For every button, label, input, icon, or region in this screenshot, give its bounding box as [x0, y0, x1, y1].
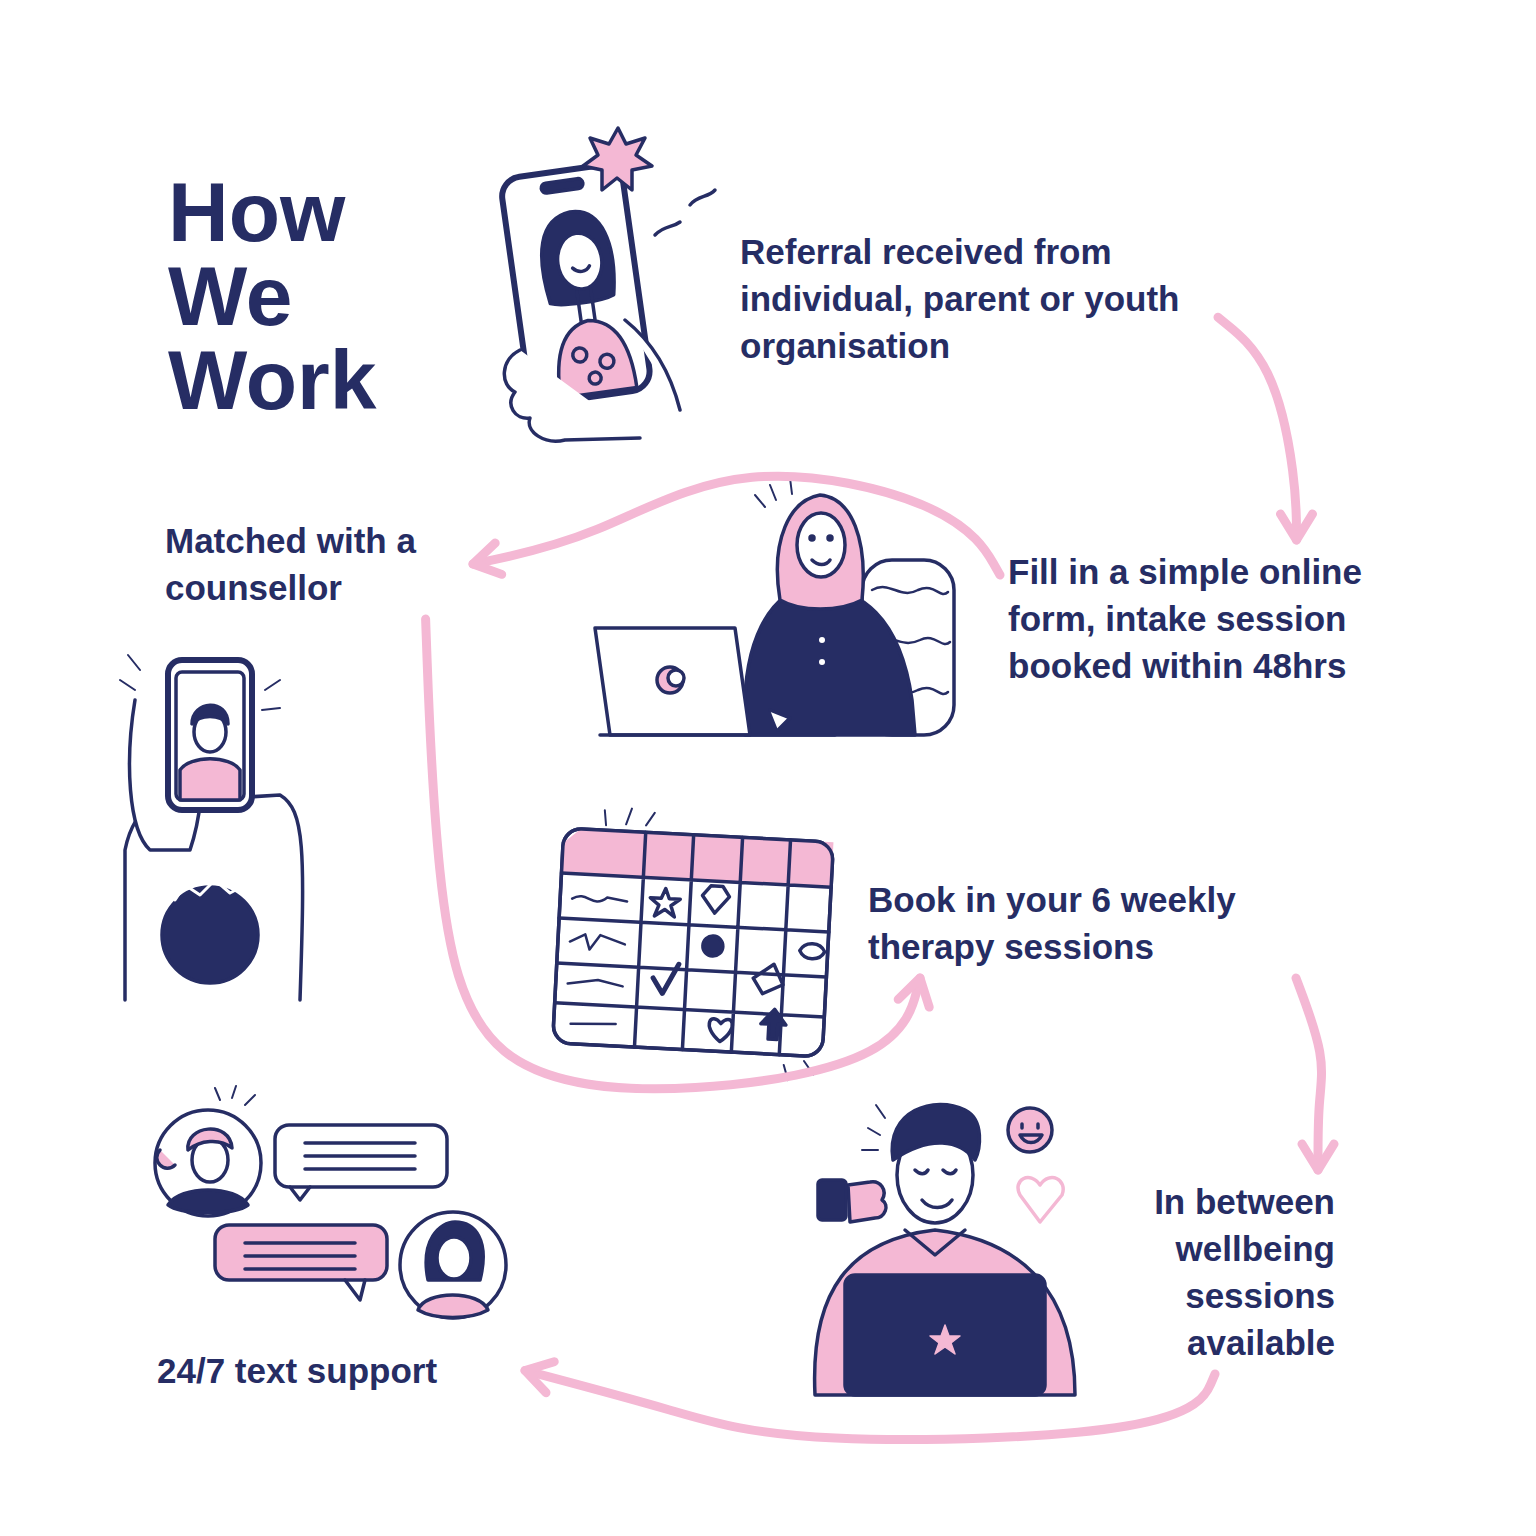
laptop-woman-illustration [810, 536, 814, 540]
calendar-illustration [708, 1019, 732, 1043]
video-call-illustration [168, 660, 252, 810]
calendar-illustration [553, 828, 834, 1057]
chat-illustration [155, 1086, 506, 1318]
laptop-man-illustration [915, 1170, 956, 1208]
phone-illustration [599, 353, 615, 369]
laptop-man-illustration [862, 1105, 885, 1150]
laptop-man-illustration [818, 1180, 846, 1220]
flow-arrow [473, 476, 1000, 575]
laptop-woman-illustration [600, 733, 835, 737]
video-call-illustration [120, 655, 303, 1000]
step-node: Referral received from individual, paren… [732, 220, 1218, 377]
laptop-woman-illustration [595, 628, 750, 735]
video-call-illustration [192, 705, 228, 724]
laptop-woman-illustration [595, 478, 954, 735]
chat-illustration [168, 1190, 248, 1213]
laptop-woman-illustration [657, 667, 683, 693]
flow-arrow [525, 1371, 1215, 1440]
video-call-illustration [175, 880, 245, 900]
step-text: Matched with a counsellor [165, 517, 465, 611]
calendar-illustration [591, 807, 826, 1081]
illustration [655, 190, 715, 235]
calendar-illustration [652, 963, 679, 994]
phone-illustration [554, 230, 605, 292]
phone-illustration [572, 347, 588, 363]
video-call-illustration [162, 887, 258, 983]
chat-illustration [418, 1295, 488, 1318]
step-text: Referral received from individual, paren… [740, 228, 1210, 369]
laptop-man-illustration [815, 1230, 1075, 1395]
chat-illustration [275, 1125, 447, 1187]
chat-illustration [157, 1129, 232, 1168]
calendar-illustration [561, 828, 833, 887]
laptop-woman-illustration [819, 659, 825, 665]
chat-illustration [245, 1243, 355, 1269]
step-node: Book in your 6 weekly therapy sessions [860, 868, 1336, 978]
step-text: 24/7 text support [157, 1347, 517, 1394]
step-node: Fill in a simple online form, intake ses… [1000, 540, 1436, 697]
calendar-illustration [553, 828, 834, 1057]
chat-illustration [155, 1110, 261, 1216]
laptop-woman-illustration [812, 560, 830, 565]
flow-arrow [426, 619, 920, 1089]
chat-illustration [215, 1086, 255, 1105]
hand [504, 320, 680, 441]
step-text: In between wellbeing sessions available [1095, 1178, 1335, 1366]
laptop-man-illustration [892, 1104, 979, 1160]
calendar-illustration [702, 885, 730, 913]
step-node: 24/7 text support [149, 1339, 525, 1402]
calendar-illustration [752, 963, 784, 995]
star-burst [583, 128, 652, 190]
step-text: Book in your 6 weekly therapy sessions [868, 876, 1328, 970]
laptop-woman-illustration [668, 670, 684, 686]
laptop-woman-illustration [770, 710, 790, 730]
laptop-man-illustration [848, 1182, 886, 1222]
video-call-illustration [176, 672, 244, 800]
calendar-illustration [649, 888, 680, 918]
laptop-man-illustration [1018, 1178, 1063, 1222]
laptop-woman-illustration [755, 478, 792, 507]
laptop-woman-illustration [777, 495, 863, 609]
phone-illustration [573, 266, 590, 273]
laptop-man-illustration [1008, 1108, 1052, 1152]
chat-illustration [400, 1212, 506, 1318]
chat-illustration [426, 1222, 483, 1280]
laptop-man-illustration [815, 1104, 1075, 1395]
laptop-man-illustration [930, 1325, 960, 1354]
laptop-woman-illustration [819, 637, 825, 643]
laptop-man-illustration [905, 1230, 965, 1255]
chat-illustration [345, 1280, 365, 1300]
chat-illustration [437, 1237, 471, 1279]
step-node: In between wellbeing sessions available [1087, 1170, 1343, 1374]
flow-arrow [1296, 978, 1322, 1170]
step-text: Fill in a simple online form, intake ses… [1008, 548, 1428, 689]
laptop-woman-illustration [797, 513, 845, 577]
calendar-illustration [799, 943, 825, 959]
illustration [120, 128, 1075, 1395]
flow-arrow [1218, 317, 1296, 540]
phone-illustration [577, 290, 595, 322]
chat-illustration [215, 1225, 387, 1280]
chat-illustration [290, 1187, 310, 1200]
calendar-illustration [551, 805, 834, 1082]
calendar-illustration [566, 896, 628, 1027]
video-call-illustration [120, 655, 280, 710]
phone-illustration [541, 178, 584, 194]
calendar-illustration [702, 936, 723, 957]
laptop-woman-illustration [828, 536, 832, 540]
calendar-illustration [760, 1009, 787, 1040]
video-call-illustration [180, 759, 240, 800]
title: How We Work [168, 170, 428, 422]
laptop-man-illustration [1020, 1124, 1042, 1143]
phone-illustration [588, 371, 602, 385]
step-node: Matched with a counsellor [157, 509, 473, 619]
laptop-man-illustration [845, 1275, 1045, 1395]
chat-illustration [305, 1143, 415, 1169]
calendar-illustration [553, 828, 834, 1057]
